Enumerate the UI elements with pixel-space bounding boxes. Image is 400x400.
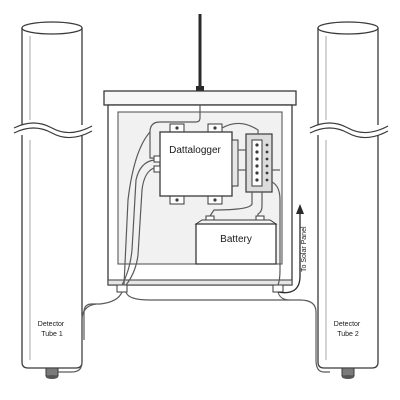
detector-tube-2-label: Detector Tube 2 [334, 321, 362, 338]
battery-label: Battery [220, 234, 252, 245]
solar-panel-label: To Solar Panel [301, 226, 308, 272]
terminal-block [245, 133, 273, 193]
detector-tube-1 [13, 21, 93, 379]
left-cable-gland [116, 284, 128, 293]
detector-tube-2 [309, 21, 389, 379]
datalogger-label: Dattalogger [169, 145, 221, 156]
detector-tube-1-label: Detector Tube 1 [38, 321, 66, 338]
tube-2-cap [341, 367, 355, 377]
datalogger [153, 123, 239, 205]
battery [194, 215, 278, 265]
antenna [196, 14, 204, 92]
solar-panel-lead [277, 204, 304, 294]
wiring [83, 105, 330, 373]
tube-1-cable [58, 303, 97, 373]
right-cable-gland [272, 284, 284, 293]
enclosure-lid [103, 90, 297, 106]
tube-1-cap [45, 367, 59, 377]
